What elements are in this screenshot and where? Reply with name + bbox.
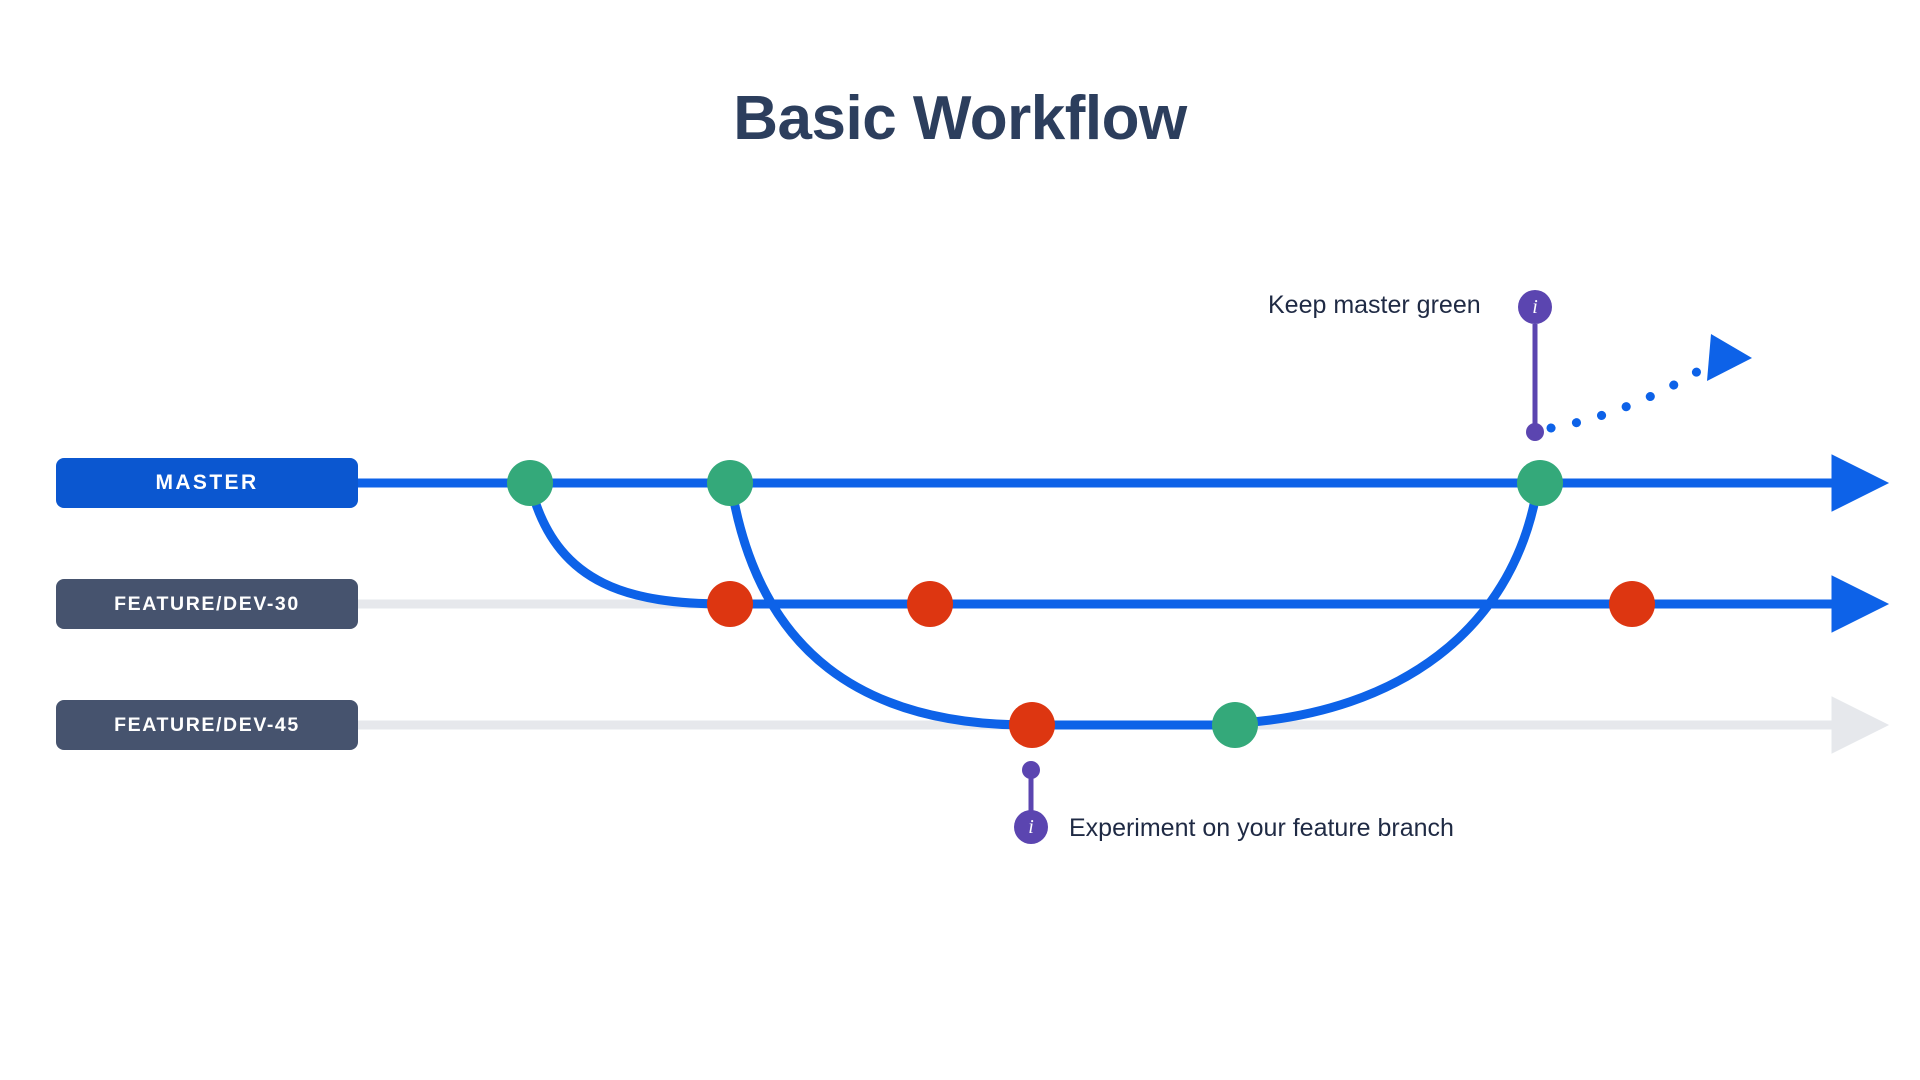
annotation-connectors	[1022, 324, 1544, 812]
commit-node-red[interactable]	[907, 581, 953, 627]
dotted-future-arrow	[1546, 334, 1752, 433]
commit-node-red[interactable]	[1609, 581, 1655, 627]
annotation-connector-top-endpoint	[1526, 423, 1544, 441]
annotation-connector-bottom-endpoint	[1022, 761, 1040, 779]
commit-nodes-feature-dev-45	[1009, 702, 1258, 748]
annotation-keep-master-green-label: Keep master green	[1268, 291, 1481, 319]
commit-node-green[interactable]	[507, 460, 553, 506]
branch-master-to-dev45-curve	[728, 491, 1033, 730]
info-icon-glyph: i	[1532, 295, 1538, 318]
annotation-experiment-feature-branch-label: Experiment on your feature branch	[1069, 814, 1454, 842]
page-title: Basic Workflow	[733, 84, 1187, 153]
branch-curves	[528, 490, 1541, 730]
branch-master-to-dev30-curve	[528, 490, 731, 609]
commit-node-green[interactable]	[1517, 460, 1563, 506]
commit-node-red[interactable]	[1009, 702, 1055, 748]
commit-node-red[interactable]	[707, 581, 753, 627]
merge-dev45-to-master-curve	[1235, 490, 1541, 728]
branch-badge-master-label: MASTER	[155, 471, 259, 494]
dotted-future-arrowhead	[1707, 334, 1752, 381]
commit-node-green[interactable]	[707, 460, 753, 506]
info-icon[interactable]: i	[1014, 810, 1048, 844]
branch-badge-feature-dev-45-label: FEATURE/DEV-45	[114, 713, 300, 736]
branch-badge-master[interactable]: MASTER	[56, 458, 358, 508]
info-icon[interactable]: i	[1518, 290, 1552, 324]
branch-badge-feature-dev-45[interactable]: FEATURE/DEV-45	[56, 700, 358, 750]
branch-badge-feature-dev-30[interactable]: FEATURE/DEV-30	[56, 579, 358, 629]
branch-badge-feature-dev-30-label: FEATURE/DEV-30	[114, 592, 300, 615]
commit-node-green[interactable]	[1212, 702, 1258, 748]
commit-nodes-feature-dev-30	[707, 581, 1655, 627]
dotted-future-path	[1546, 355, 1720, 433]
info-icon-glyph: i	[1028, 815, 1034, 838]
commit-nodes-master	[507, 460, 1563, 506]
